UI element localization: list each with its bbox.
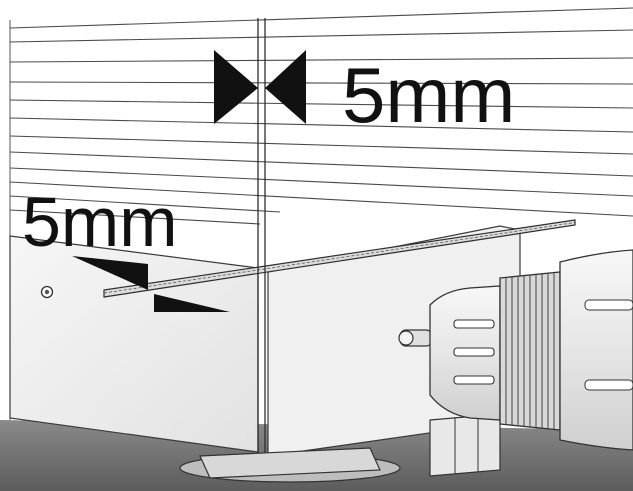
horizontal-gap-strip <box>103 219 576 298</box>
power-drill-icon <box>398 249 633 451</box>
offset-triangle-gap-icon <box>72 256 230 312</box>
double-triangle-gap-icon <box>214 50 306 124</box>
vertical-gap-lines <box>257 18 266 458</box>
horizontal-gap-label: 5mm <box>22 183 178 261</box>
wall-slat-lines <box>9 7 633 225</box>
vertical-gap-label: 5mm <box>342 51 515 139</box>
screw-icon <box>40 285 54 299</box>
